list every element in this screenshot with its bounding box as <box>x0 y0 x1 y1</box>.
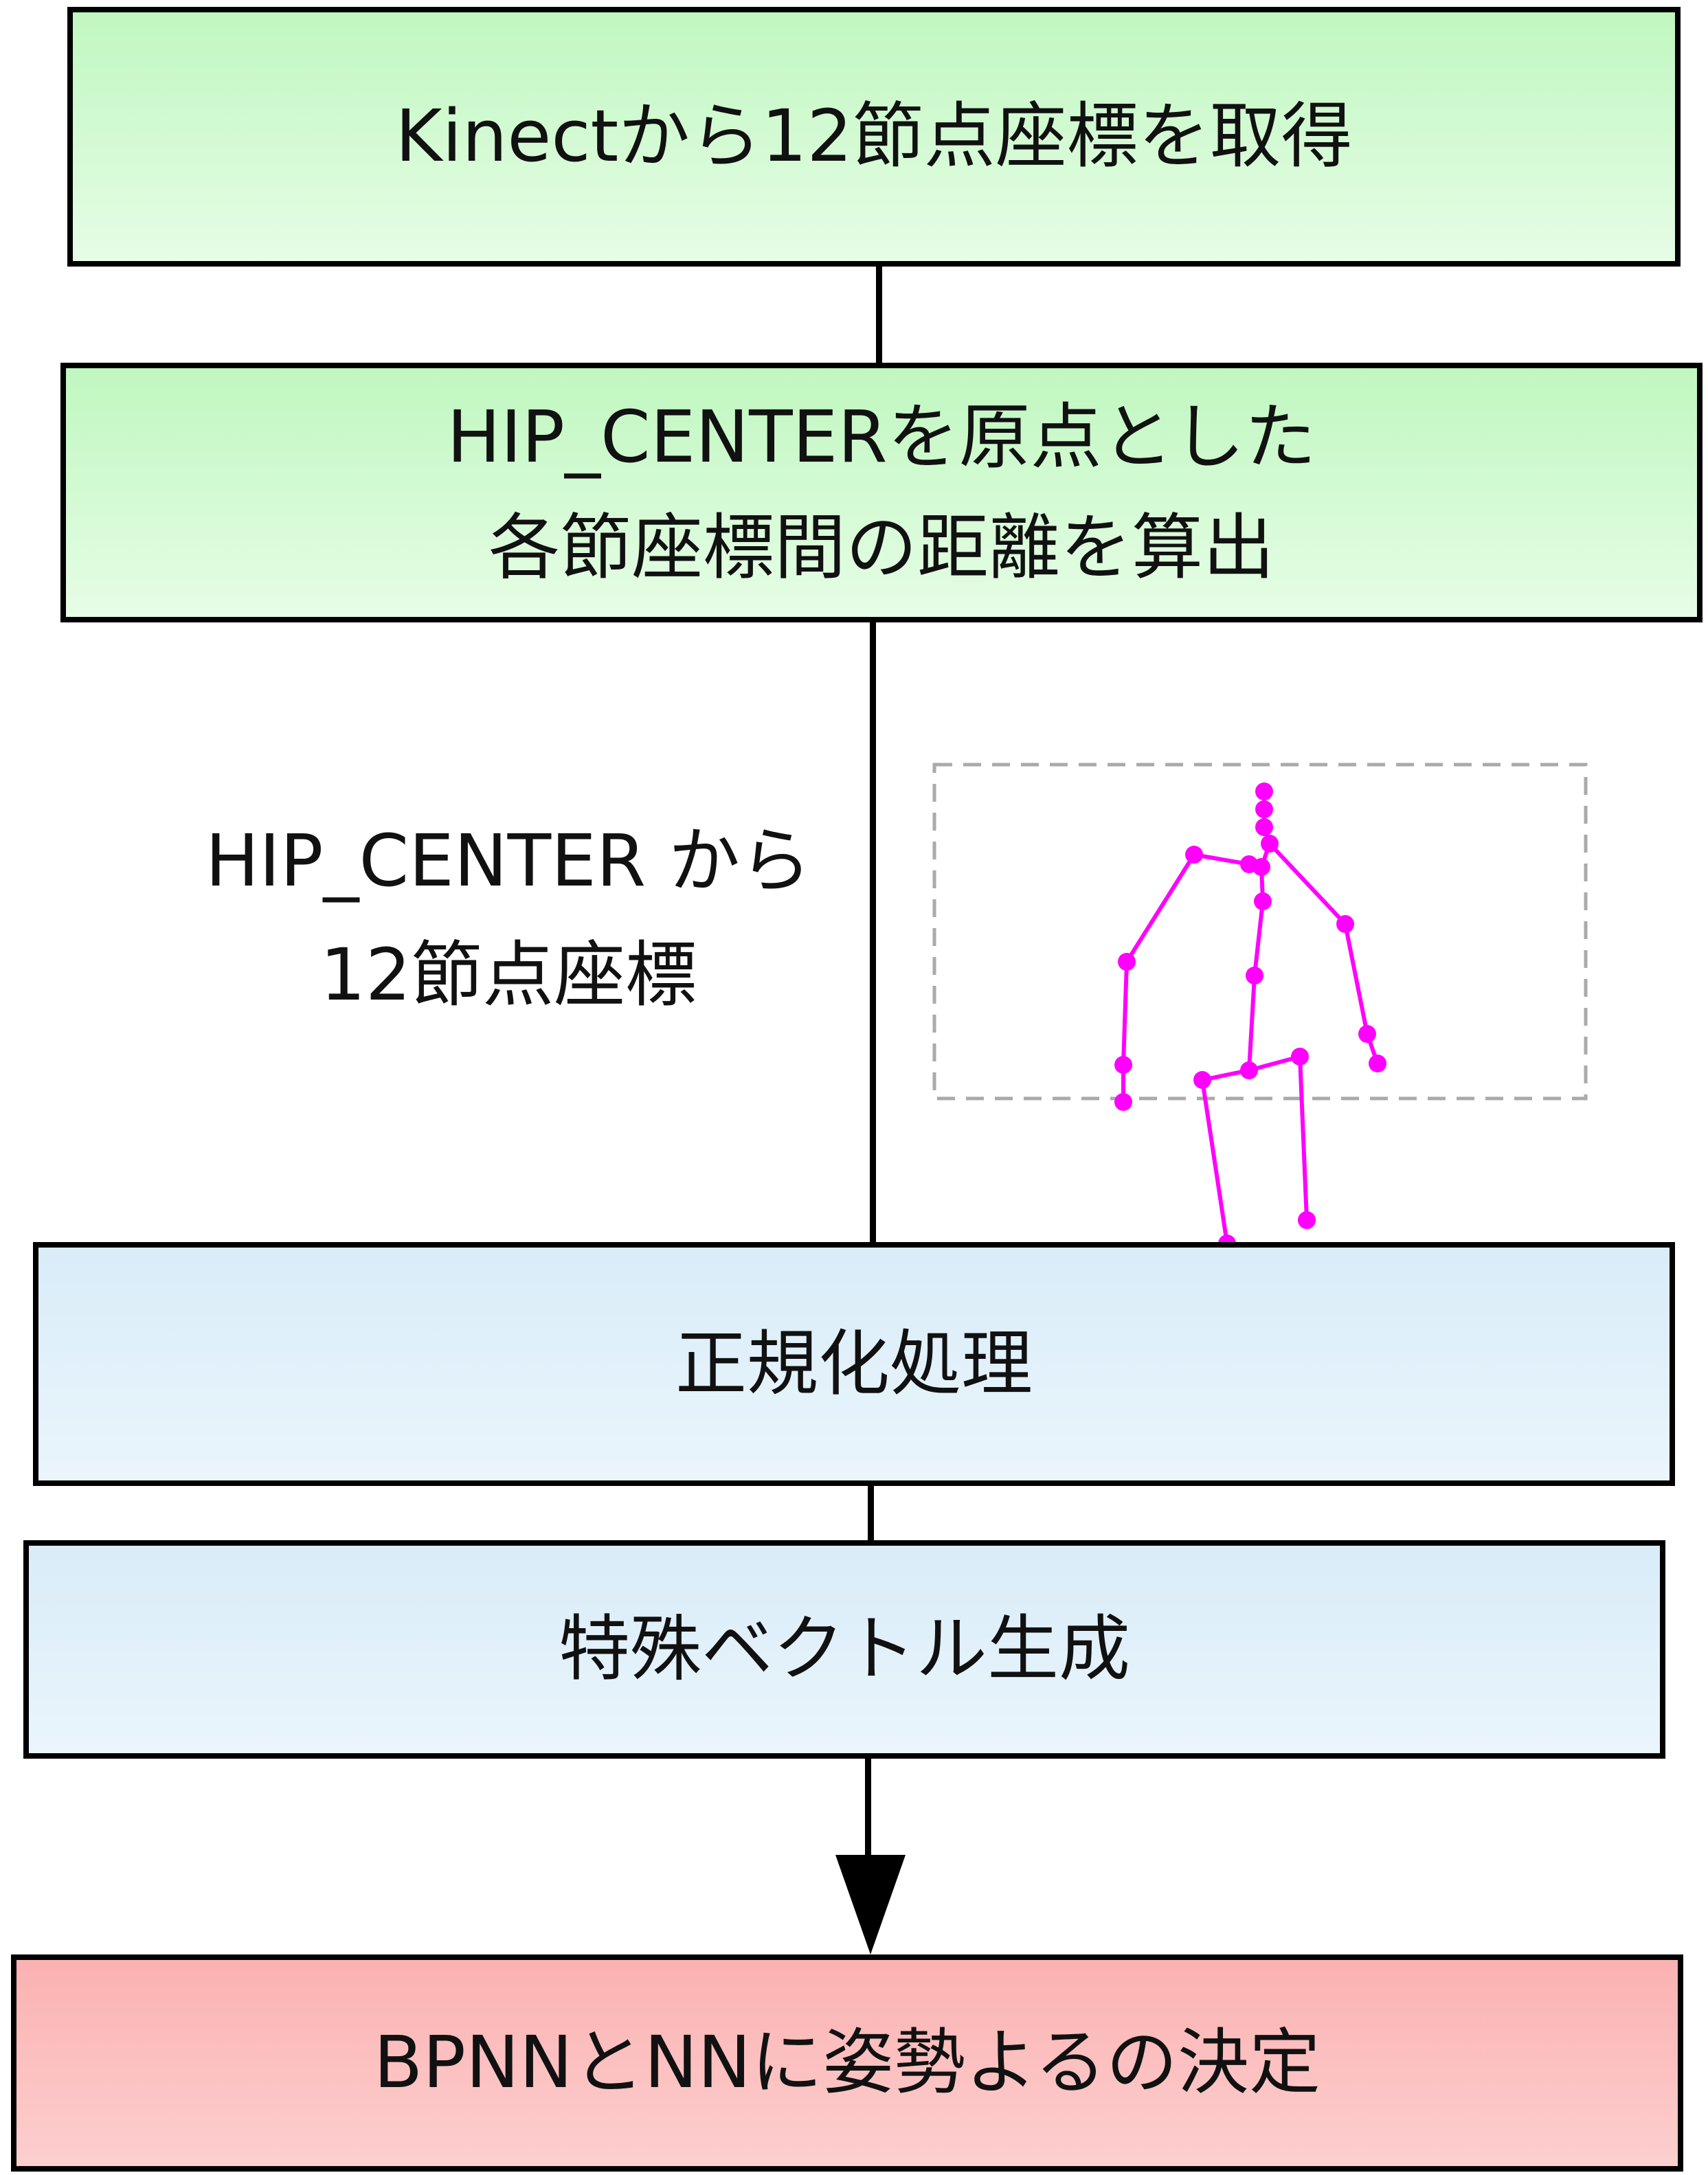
skeleton-joint <box>1255 800 1273 818</box>
feature-vector-text: 特殊ベクトル生成 <box>558 1607 1130 1691</box>
skeleton-bone <box>1125 853 1196 963</box>
skeleton-bone <box>1298 1056 1309 1221</box>
skeleton-bone <box>1121 961 1129 1066</box>
skeleton-joint <box>1114 1093 1132 1111</box>
side-label-line2: 12節点座標 <box>319 933 697 1017</box>
skeleton-bone <box>1247 975 1257 1071</box>
skeleton-joint <box>1261 835 1279 853</box>
skeleton-joint <box>1336 915 1354 933</box>
skeleton-joint <box>1240 1061 1258 1079</box>
skeleton-joint <box>1118 953 1136 971</box>
skeleton-bone <box>1343 923 1369 1035</box>
skeleton-bone <box>1268 842 1347 926</box>
skeleton-joint <box>1358 1025 1376 1043</box>
skeleton-joint <box>1291 1048 1309 1066</box>
skeleton-joint <box>1255 782 1273 800</box>
compute-distance-text-line1: HIP_CENTERを原点とした <box>447 394 1316 479</box>
connector-line-1 <box>876 264 882 368</box>
normalization-box: 正規化処理 <box>33 1242 1675 1486</box>
compute-distance-text-line2: 各節座標間の距離を算出 <box>488 506 1274 589</box>
posture-decision-text: BPNNとNNに姿勢よるの決定 <box>373 2020 1321 2105</box>
feature-vector-box: 特殊ベクトル生成 <box>23 1540 1665 1759</box>
skeleton-joint <box>1185 846 1203 864</box>
skeleton-figure-icon <box>1114 782 1386 1252</box>
normalization-text: 正規化処理 <box>675 1321 1033 1406</box>
skeleton-bone <box>1200 1079 1229 1244</box>
posture-decision-box: BPNNとNNに姿勢よるの決定 <box>11 1954 1683 2172</box>
hip-center-coordinates-label: HIP_CENTER から 12節点座標 <box>137 804 879 1033</box>
skeleton-bone <box>1252 901 1265 976</box>
skeleton-joint <box>1298 1211 1316 1229</box>
side-label-line1: HIP_CENTER から <box>205 819 812 903</box>
connector-line-4 <box>865 1755 871 1872</box>
skeleton-joint <box>1193 1071 1211 1089</box>
arrow-head-icon <box>835 1855 906 1954</box>
connector-line-2 <box>870 618 876 1250</box>
compute-distance-box: HIP_CENTERを原点とした 各節座標間の距離を算出 <box>60 363 1703 622</box>
skeleton-joint <box>1255 818 1273 836</box>
skeleton-bone <box>1193 853 1250 866</box>
connector-line-3 <box>868 1484 874 1546</box>
skeleton-upper-body-frame <box>932 763 1588 1101</box>
skeleton-joint <box>1252 858 1270 876</box>
skeleton-joint <box>1369 1055 1386 1072</box>
skeleton-joint <box>1114 1056 1132 1074</box>
skeleton-joint <box>1254 892 1272 910</box>
acquire-coordinates-box: Kinectから12節点座標を取得 <box>67 7 1681 267</box>
skeleton-joint <box>1246 967 1263 984</box>
acquire-coordinates-text: Kinectから12節点座標を取得 <box>395 94 1353 179</box>
